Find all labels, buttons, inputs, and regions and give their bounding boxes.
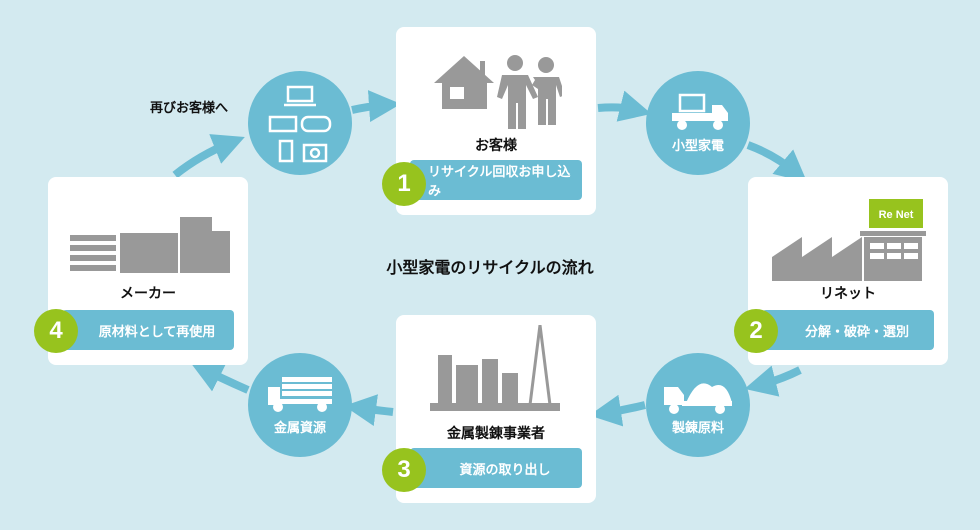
- step-maker-card: メーカー 原材料として再使用 4: [34, 177, 248, 365]
- electronics-icons: [268, 85, 332, 163]
- products-circle: [248, 71, 352, 175]
- step-renet-card: Re Net リネット 分解・破砕・選別 2: [734, 177, 948, 365]
- svg-text:Re Net: Re Net: [879, 209, 914, 221]
- step-action-banner: リサイクル回収お申し込み: [410, 160, 582, 200]
- step-number-badge: 1: [382, 162, 426, 206]
- metal-resources-circle: 金属資源: [248, 353, 352, 457]
- diagram-title: 小型家電のリサイクルの流れ: [386, 258, 594, 277]
- step-number-badge: 2: [734, 309, 778, 353]
- dump-truck-icon: [664, 383, 732, 414]
- manufacturer-building-icon: [70, 217, 230, 273]
- step-number-badge: 3: [382, 448, 426, 492]
- circle-label: 小型家電: [671, 139, 724, 154]
- truck-laptop-icon: [672, 93, 728, 130]
- arrow-appliances-to-renet: [746, 141, 808, 183]
- step-smelter-card: 金属製錬事業者 資源の取り出し 3: [382, 315, 596, 503]
- step-name: 金属製錬事業者: [447, 426, 545, 442]
- circle-label: 製錬原料: [671, 421, 724, 436]
- step-action-banner: 原材料として再使用: [62, 310, 234, 350]
- step-customer-card: お客様 リサイクル回収お申し込み 1: [382, 27, 596, 215]
- arrow-smelter-to-metal: [344, 394, 394, 426]
- step-action-banner: 資源の取り出し: [410, 448, 582, 488]
- factory-icon: Re Net: [772, 199, 926, 281]
- smelting-material-circle: 製錬原料: [646, 353, 750, 457]
- arrow-products-to-customer: [351, 90, 401, 123]
- renet-logo: [869, 199, 923, 228]
- step-number-badge: 4: [34, 309, 78, 353]
- arrow-maker-to-products: [172, 134, 245, 179]
- arrow-renet-to-smelting: [744, 365, 802, 397]
- step-name: メーカー: [120, 286, 176, 302]
- metal-truck-icon: [268, 377, 332, 412]
- house-and-people-icon: [434, 55, 562, 129]
- circle-label: 金属資源: [273, 421, 326, 436]
- arrow-customer-to-appliances: [597, 90, 652, 122]
- step-name: お客様: [475, 138, 517, 154]
- return-to-customer-label: 再びお客様へ: [150, 101, 229, 116]
- step-action-banner: 分解・破砕・選別: [762, 310, 934, 350]
- arrow-smelting-to-smelter: [589, 394, 646, 427]
- arrow-metal-to-maker: [190, 362, 250, 394]
- step-name: リネット: [820, 286, 876, 302]
- small-appliances-circle: 小型家電: [646, 71, 750, 175]
- smelting-plant-icon: [430, 325, 560, 411]
